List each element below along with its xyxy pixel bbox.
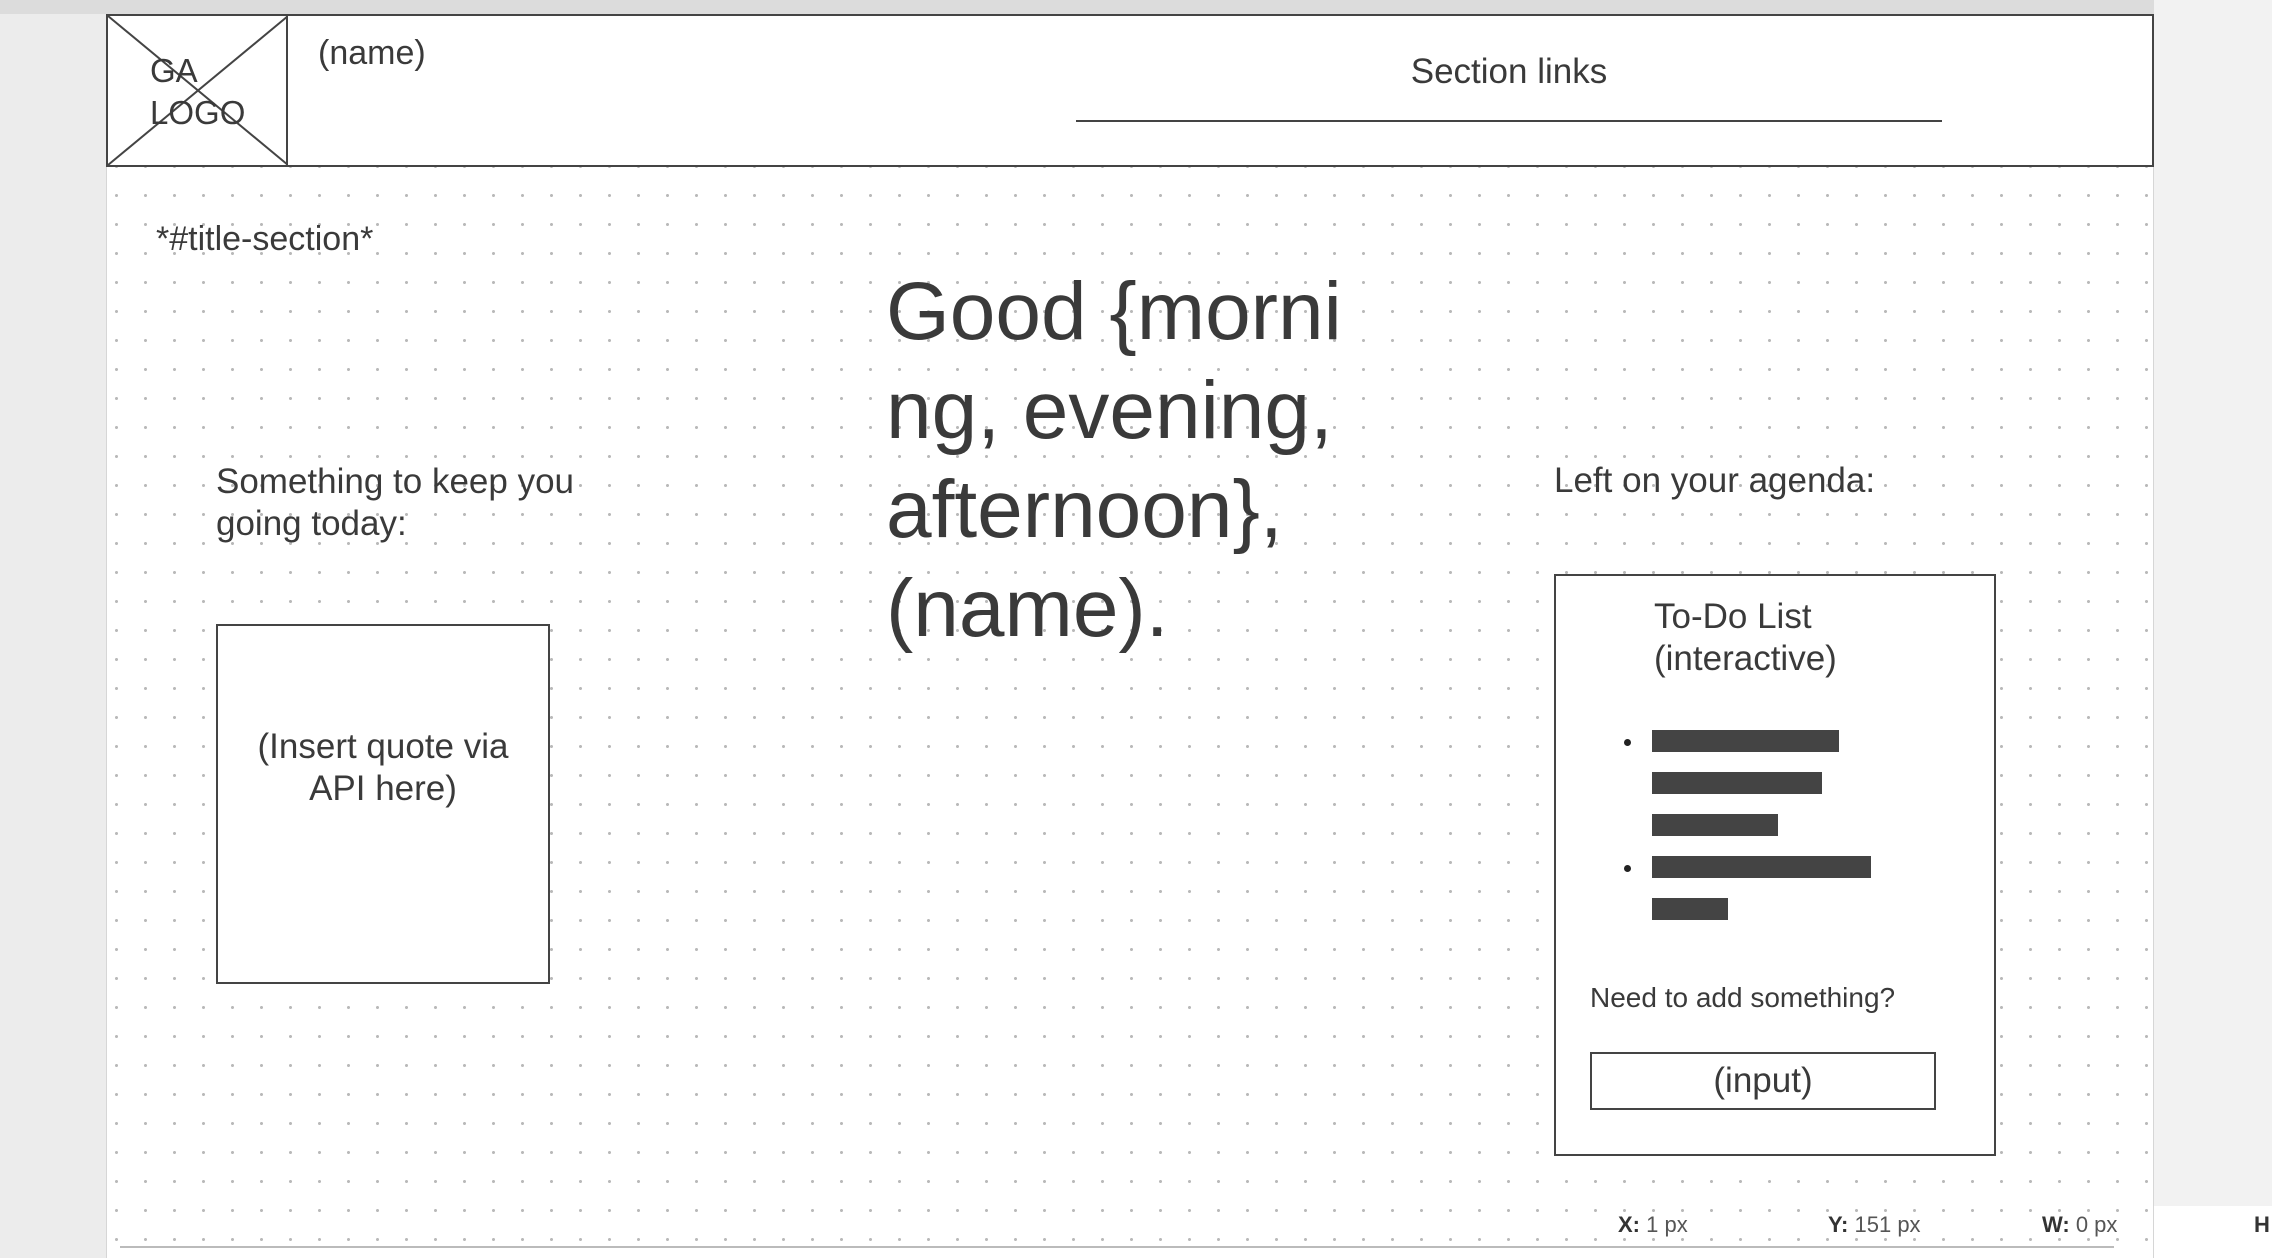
section-links[interactable]: Section links xyxy=(1410,52,1608,91)
todo-card[interactable]: To-Do List (interactive) Need to add som… xyxy=(1554,574,1996,1156)
todo-title: To-Do List (interactive) xyxy=(1654,597,1837,678)
right-panel-footer xyxy=(2154,1206,2272,1258)
add-task-input[interactable]: (input) xyxy=(1590,1052,1936,1110)
title-section-tag[interactable]: *#title-section* xyxy=(156,220,374,258)
header-user-name[interactable]: (name) xyxy=(318,34,426,72)
todo-item-line[interactable] xyxy=(1652,730,1839,752)
image-placeholder-icon xyxy=(108,16,288,165)
add-task-prompt: Need to add something? xyxy=(1590,982,1896,1013)
todo-bullet xyxy=(1624,865,1631,872)
coordinates-statusbar: X: 1 px Y: 151 px W: 0 px xyxy=(1618,1212,2154,1242)
x-coordinate-value: 1 px xyxy=(1646,1212,1688,1237)
logo-text: GA LOGO xyxy=(150,52,246,131)
logo-placeholder[interactable]: GA LOGO xyxy=(108,16,288,165)
x-coordinate-label: X: xyxy=(1618,1212,1640,1237)
agenda-label[interactable]: Left on your agenda: xyxy=(1554,461,1876,500)
height-label: H xyxy=(2254,1212,2270,1237)
todo-bullet xyxy=(1624,739,1631,746)
greeting-heading[interactable]: Good {morning, evening,afternoon}, (name… xyxy=(886,266,1342,654)
quote-box[interactable]: (Insert quote via API here) xyxy=(216,624,550,984)
statusbar-divider xyxy=(120,1246,2114,1248)
page-header-frame[interactable]: GA LOGO (name) Section links xyxy=(106,14,2154,167)
right-panel xyxy=(2154,0,2272,1258)
motivation-label[interactable]: Something to keep you going today: xyxy=(216,462,575,543)
section-links-underline xyxy=(1076,120,1942,122)
quote-placeholder-text: (Insert quote via API here) xyxy=(257,727,509,808)
y-coordinate-value: 151 px xyxy=(1854,1212,1921,1237)
todo-item-line[interactable] xyxy=(1652,898,1728,920)
top-strip xyxy=(0,0,2272,14)
todo-item-line[interactable] xyxy=(1652,772,1822,794)
y-coordinate-label: Y: xyxy=(1828,1212,1849,1237)
width-value: 0 px xyxy=(2075,1212,2118,1237)
width-label: W: xyxy=(2042,1212,2070,1237)
todo-item-line[interactable] xyxy=(1652,814,1778,836)
todo-item-line[interactable] xyxy=(1652,856,1871,878)
